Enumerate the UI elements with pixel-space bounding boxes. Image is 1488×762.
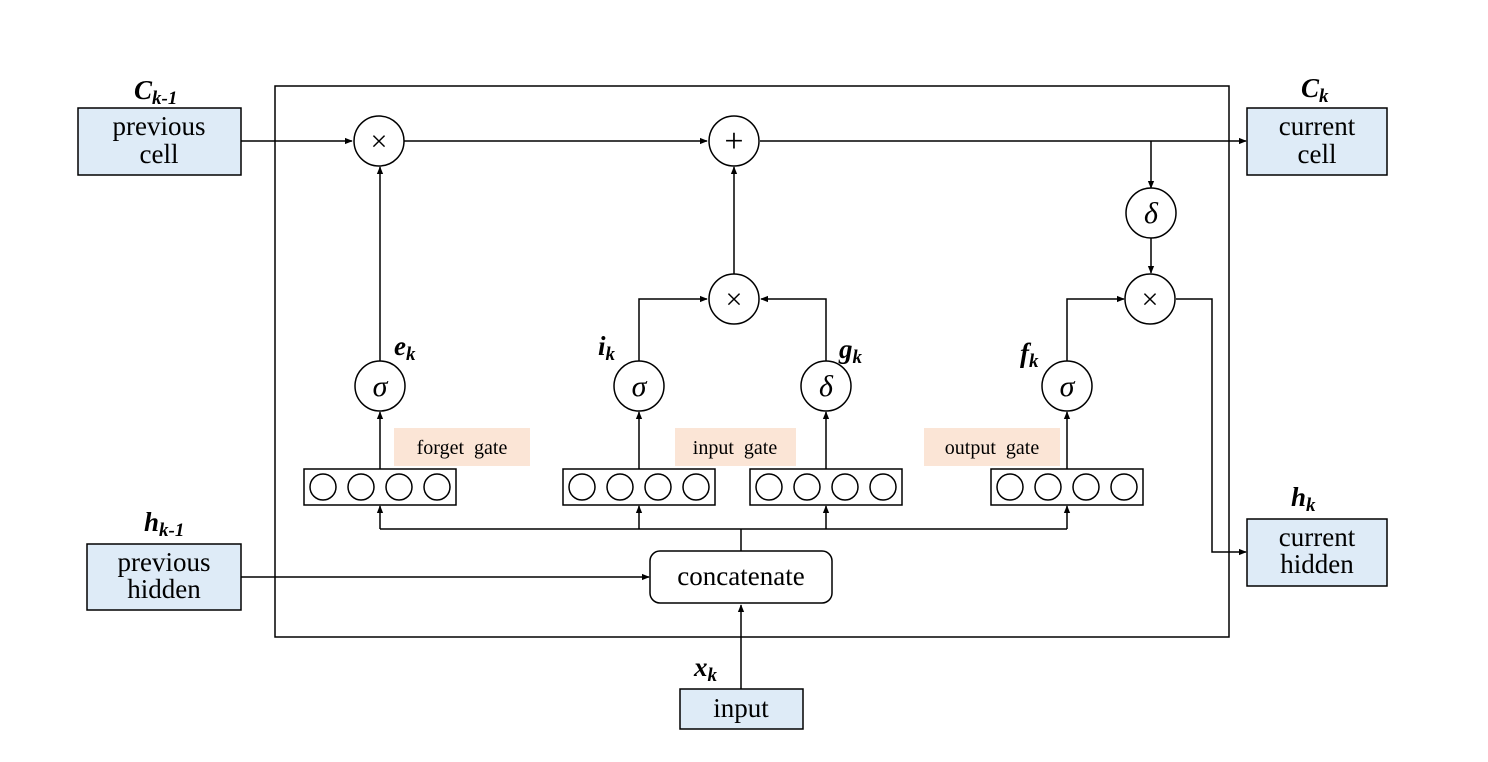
delta-icon: δ [1144,197,1159,230]
previous-cell-line1: previous [113,111,206,141]
f-var-label: fk [1020,338,1039,372]
candidate-neuron-layer [749,468,903,506]
i-var-label: ik [598,331,616,365]
current-cell-var-label: Ck [1301,73,1329,107]
prev-hidden-var-label: hk-1 [144,507,184,541]
input-var-label: xk [693,652,718,686]
input-gate-tag: input gate [675,428,796,466]
output-gate-label: output gate [945,437,1040,459]
previous-hidden-box: previous hidden [86,543,242,611]
input-box: input [679,688,804,730]
previous-cell-box: previous cell [77,107,242,176]
input-label: input [713,693,769,723]
g-var-label: gk [838,334,863,368]
neuron-icon [869,473,897,501]
sigma-icon: σ [373,370,389,403]
forget-gate-label: forget gate [417,437,508,459]
prev-cell-var-label: Ck-1 [134,75,177,109]
output-gate-tag: output gate [924,428,1060,466]
previous-hidden-line2: hidden [127,574,201,604]
neuron-icon [755,473,783,501]
current-hidden-line1: current [1279,522,1356,552]
neuron-icon [831,473,859,501]
multiply-icon: × [726,283,743,316]
output-multiply-node: × [1124,273,1176,325]
multiply-icon: × [1142,283,1159,316]
previous-cell-line2: cell [140,139,179,169]
neuron-icon [347,473,375,501]
output-sigmoid-node: σ [1041,360,1093,412]
current-hidden-line2: hidden [1280,549,1354,579]
concatenate-node: concatenate [649,550,833,604]
add-icon: + [724,123,743,160]
forget-multiply-node: × [353,115,405,167]
forget-neuron-layer [303,468,457,506]
neuron-icon [996,473,1024,501]
neuron-icon [606,473,634,501]
cell-frame [274,85,1230,638]
current-hidden-box: current hidden [1246,518,1388,587]
neuron-icon [423,473,451,501]
current-cell-box: current cell [1246,107,1388,176]
output-neuron-layer [990,468,1144,506]
neuron-icon [568,473,596,501]
forget-gate-tag: forget gate [394,428,530,466]
e-var-label: ek [394,331,416,365]
delta-icon: δ [819,370,834,403]
neuron-icon [385,473,413,501]
input-neuron-layer [562,468,716,506]
cell-add-node: + [708,115,760,167]
neuron-icon [644,473,672,501]
neuron-icon [1110,473,1138,501]
current-hidden-var-label: hk [1291,482,1316,516]
cell-tanh-node: δ [1125,187,1177,239]
connectors [241,137,1247,689]
neuron-icon [793,473,821,501]
input-gate-label: input gate [693,437,778,459]
neuron-icon [682,473,710,501]
sigma-icon: σ [1060,370,1076,403]
neuron-icon [1072,473,1100,501]
forget-sigmoid-node: σ [354,360,406,412]
multiply-icon: × [371,125,388,158]
neuron-icon [1034,473,1062,501]
current-cell-line2: cell [1298,139,1337,169]
sigma-icon: σ [632,370,648,403]
neuron-icon [309,473,337,501]
input-multiply-node: × [708,273,760,325]
candidate-delta-node: δ [800,360,852,412]
current-cell-line1: current [1279,111,1356,141]
previous-hidden-line1: previous [118,547,211,577]
input-sigmoid-node: σ [613,360,665,412]
concatenate-label: concatenate [677,561,804,591]
